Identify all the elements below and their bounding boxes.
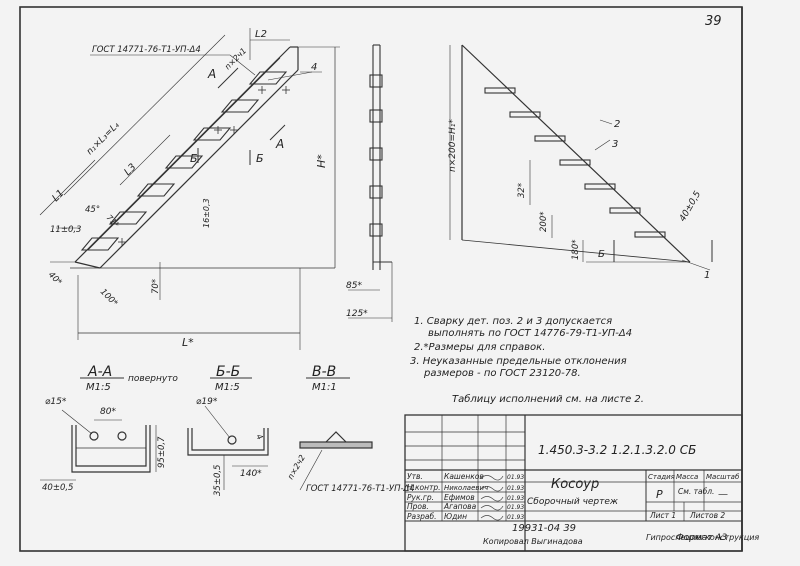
sheet-number: 39 — [705, 14, 722, 29]
section-vv-drawing — [299, 431, 373, 491]
weld-vv-count: n×2ч2 — [286, 453, 307, 481]
dim-40: 40* — [46, 270, 64, 288]
dim-70: 70* — [151, 279, 161, 294]
dim-32: 32* — [517, 183, 527, 198]
dim-71: 71* — [105, 213, 121, 229]
sheet-no: Лист 1 — [649, 511, 676, 520]
row-name-4: Юдин — [444, 512, 467, 521]
row-date-1: 01.93 — [507, 485, 524, 492]
row-date-4: 01.93 — [507, 514, 524, 521]
mass-value: См. табл. — [678, 487, 714, 496]
scale-value: — — [718, 489, 728, 500]
row-role-1: Н.контр. — [407, 483, 441, 492]
row-name-3: Агапова — [443, 502, 477, 511]
format-label: Формат А3 — [676, 533, 728, 543]
right-view — [449, 44, 713, 271]
position-3: 3 — [612, 139, 618, 150]
row-name-1: Николаевич — [444, 484, 488, 492]
side-view — [348, 44, 393, 322]
dim-aa-80: 80* — [100, 407, 116, 417]
note-line-5: размеров - по ГОСТ 23120-78. — [423, 368, 581, 379]
note-line-4: 3. Неуказанные предельные отклонения — [410, 356, 627, 367]
right-view-labels: n×200=H₁* 32* 200* 180* 40±0,5 1 2 3 Б — [448, 119, 710, 281]
doc-code: 1.450.3-3.2 1.2.1.3.2.0 СБ — [538, 443, 696, 457]
marker-b-right-view: Б — [598, 249, 605, 260]
row-date-3: 01.93 — [507, 504, 524, 511]
dim-l3: L3 — [122, 162, 138, 178]
dim-200: 200* — [539, 212, 549, 232]
dim-180: 180* — [571, 240, 581, 260]
dim-height-h1: n×200=H₁* — [448, 119, 458, 172]
row-name-2: Ефимов — [444, 493, 475, 502]
section-bb-drawing — [187, 405, 269, 490]
section-titles: А-А М1:5 повернуто Б-Б М1:5 В-В М1:1 — [80, 364, 350, 393]
section-aa-drawing — [40, 409, 157, 481]
weld-count-label: n×2ч1 — [223, 46, 248, 71]
dim-11: 11±0,3 — [50, 225, 81, 235]
note-line-2: выполнять по ГОСТ 14776-79-Т1-УП-Δ4 — [428, 328, 632, 339]
section-marker-b-left: Б — [190, 152, 198, 165]
organization: Гипроспецлегконструкция — [646, 533, 759, 542]
dim-l: L* — [182, 336, 194, 349]
section-marker-a-top: А — [207, 67, 216, 81]
row-date-2: 01.93 — [507, 495, 524, 502]
section-bb-title: Б-Б — [216, 364, 240, 380]
dim-bb-4: 4 — [254, 433, 264, 442]
technical-notes: 1. Сварку дет. поз. 2 и 3 допускается вы… — [410, 316, 644, 405]
dim-aa-40: 40±0,5 — [42, 483, 73, 493]
row-role-4: Разраб. — [407, 512, 436, 521]
dim-85: 85* — [346, 281, 362, 291]
row-name-0: Кашенков — [444, 472, 484, 481]
drawing-name: Косоур — [551, 477, 599, 492]
section-aa-note: повернуто — [128, 374, 178, 384]
section-bb-scale: М1:5 — [215, 382, 240, 393]
col-mass: Масса — [676, 473, 698, 481]
weld-gost-label: ГОСТ 14771-76-Т1-УП-Δ4 — [92, 45, 201, 55]
row-role-2: Рук.гр. — [407, 493, 434, 502]
copied-by: Копировал Выгинадова — [483, 537, 583, 546]
dim-aa-15: ⌀15* — [45, 397, 67, 407]
dim-l2: L2 — [255, 29, 267, 40]
dim-16: 16±0,3 — [202, 198, 211, 228]
section-vv-title: В-В — [312, 364, 336, 380]
dim-h: H* — [315, 154, 328, 168]
section-vv-scale: М1:1 — [312, 382, 337, 393]
dim-125: 125* — [346, 309, 368, 319]
dim-100: 100* — [98, 287, 120, 309]
section-aa-scale: М1:5 — [86, 382, 111, 393]
dim-40-tol: 40±0,5 — [678, 189, 703, 223]
position-2: 2 — [614, 119, 620, 130]
dim-aa-95: 95±0,7 — [157, 436, 167, 468]
row-role-3: Пров. — [407, 502, 429, 511]
section-aa-title: А-А — [87, 364, 112, 380]
dim-bb-35: 35±0,5 — [213, 465, 223, 496]
row-role-0: Утв. — [407, 472, 423, 481]
col-scale: Масштаб — [706, 473, 740, 481]
dim-angle: 45° — [85, 205, 100, 215]
stage-value: Р — [656, 488, 663, 501]
title-block — [404, 414, 743, 552]
dim-n-l3: n₁×L₃=L₄ — [85, 120, 122, 157]
registration-number: 19931-04 39 — [512, 523, 576, 534]
title-block-text: 1.450.3-3.2 1.2.1.3.2.0 СБ Косоур Сбороч… — [407, 443, 759, 542]
main-stringer-view — [39, 28, 340, 350]
dim-l1: L1 — [50, 188, 66, 204]
col-stage: Стадия — [648, 473, 675, 481]
sheets-total: Листов 2 — [689, 511, 725, 520]
dim-bb-19: ⌀19* — [196, 397, 218, 407]
section-marker-a-bottom: А — [275, 137, 284, 151]
note-line-1: 1. Сварку дет. поз. 2 и 3 допускается — [414, 316, 612, 327]
weld-vv-gost: ГОСТ 14771-76-Т1-УП-Δ4 — [306, 484, 415, 494]
position-4: 4 — [311, 62, 317, 73]
signatures — [480, 475, 504, 521]
section-marker-b-right: Б — [256, 152, 264, 165]
dim-bb-140: 140* — [240, 469, 262, 479]
table-note: Таблицу исполнений см. на листе 2. — [452, 393, 644, 405]
note-line-3: 2.*Размеры для справок. — [414, 342, 545, 353]
position-1: 1 — [704, 270, 710, 281]
drawing-subtitle: Сборочный чертеж — [527, 497, 619, 507]
row-date-0: 01.93 — [507, 474, 524, 481]
